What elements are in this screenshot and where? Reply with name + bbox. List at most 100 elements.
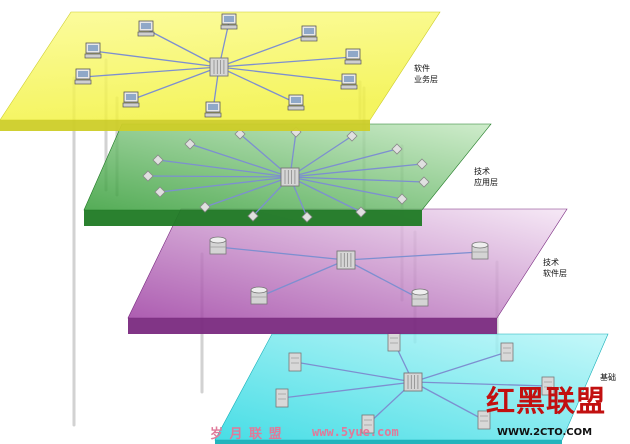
network-node xyxy=(288,352,302,372)
database-top-icon xyxy=(471,241,489,249)
layer-label-line1: 软件 xyxy=(414,64,430,73)
network-node xyxy=(247,210,259,222)
application-node-icon xyxy=(355,206,367,218)
screen-icon xyxy=(88,45,98,51)
screen-icon xyxy=(344,76,354,82)
screen-icon xyxy=(348,51,358,57)
network-node xyxy=(387,332,401,352)
network-link xyxy=(157,159,291,178)
keyboard-icon xyxy=(137,31,155,37)
network-node xyxy=(391,143,403,155)
keyboard-icon xyxy=(204,112,222,118)
hub-switch-icon xyxy=(209,57,229,77)
network-node xyxy=(275,388,289,408)
network-node xyxy=(209,236,227,255)
application-node-icon xyxy=(301,211,313,223)
application-node-icon xyxy=(416,158,428,170)
layer-label-line1: 基础 xyxy=(600,373,616,382)
network-link xyxy=(218,66,350,83)
network-link xyxy=(289,163,423,178)
network-link xyxy=(289,176,425,183)
server-icon xyxy=(500,342,514,362)
network-link xyxy=(289,148,398,178)
network-link xyxy=(218,33,310,68)
screen-icon xyxy=(208,104,218,110)
network-node xyxy=(137,20,155,37)
layer-label-software-business: 软件业务层 xyxy=(414,63,438,85)
layer-technical-application xyxy=(83,123,492,226)
hub-switch-icon xyxy=(280,167,300,187)
layer-label-line2: 软件层 xyxy=(543,269,567,278)
server-icon xyxy=(387,332,401,352)
network-link xyxy=(147,175,291,178)
keyboard-icon xyxy=(220,24,238,30)
application-node-icon xyxy=(391,143,403,155)
screen-icon xyxy=(141,23,151,29)
network-link xyxy=(289,135,353,178)
application-node-icon xyxy=(154,186,166,198)
network-link xyxy=(294,361,414,383)
watermark-brand-url: WWW.2CTO.COM xyxy=(497,427,593,438)
database-top-icon xyxy=(209,236,227,244)
network-node xyxy=(234,128,246,140)
server-icon xyxy=(275,388,289,408)
application-node-icon xyxy=(346,130,358,142)
network-node xyxy=(471,241,489,260)
network-node xyxy=(204,101,222,118)
network-link xyxy=(258,259,347,298)
screen-icon xyxy=(126,94,136,100)
network-node xyxy=(84,42,102,59)
network-node xyxy=(500,342,514,362)
network-node xyxy=(122,91,140,108)
application-node-icon xyxy=(142,170,154,182)
application-node-icon xyxy=(247,210,259,222)
network-node xyxy=(411,288,429,307)
keyboard-icon xyxy=(340,84,358,90)
network-link xyxy=(145,28,220,68)
network-node xyxy=(541,376,555,396)
network-node xyxy=(300,25,318,42)
layer-label-line1: 技术 xyxy=(543,258,559,267)
hub-switch-icon xyxy=(336,250,356,270)
network-node xyxy=(418,176,430,188)
network-node xyxy=(361,414,375,434)
screen-icon xyxy=(304,28,314,34)
network-link xyxy=(412,381,485,421)
network-node xyxy=(416,158,428,170)
database-top-icon xyxy=(250,286,268,294)
network-link xyxy=(189,143,291,178)
layer-plane xyxy=(83,123,492,211)
network-link xyxy=(218,66,297,104)
network-link xyxy=(130,66,220,101)
network-node xyxy=(74,68,92,85)
keyboard-icon xyxy=(287,105,305,111)
network-node xyxy=(220,13,238,30)
network-node xyxy=(340,73,358,90)
network-link xyxy=(289,176,403,200)
layer-label-line2: 应用层 xyxy=(474,178,498,187)
network-node xyxy=(355,206,367,218)
network-node xyxy=(199,201,211,213)
screen-icon xyxy=(224,16,234,22)
application-node-icon xyxy=(184,138,196,150)
network-node xyxy=(184,138,196,150)
network-link xyxy=(159,176,291,193)
network-node xyxy=(152,154,164,166)
application-node-icon xyxy=(396,193,408,205)
layer-software-business xyxy=(0,11,441,131)
network-node xyxy=(301,211,313,223)
layer-edge xyxy=(0,120,370,131)
layer-label-line2: 业务层 xyxy=(414,75,438,84)
layer-edge xyxy=(215,440,562,444)
layer-label-line1: 技术 xyxy=(474,167,490,176)
network-link xyxy=(82,66,220,78)
keyboard-icon xyxy=(74,79,92,85)
watermark-site-url: www.5yue.com xyxy=(312,425,399,439)
keyboard-icon xyxy=(84,53,102,59)
watermark-brand-cn: 红黑联盟 xyxy=(486,384,607,418)
network-link xyxy=(217,246,347,261)
network-link xyxy=(281,381,414,399)
network-node xyxy=(250,286,268,305)
keyboard-icon xyxy=(122,102,140,108)
